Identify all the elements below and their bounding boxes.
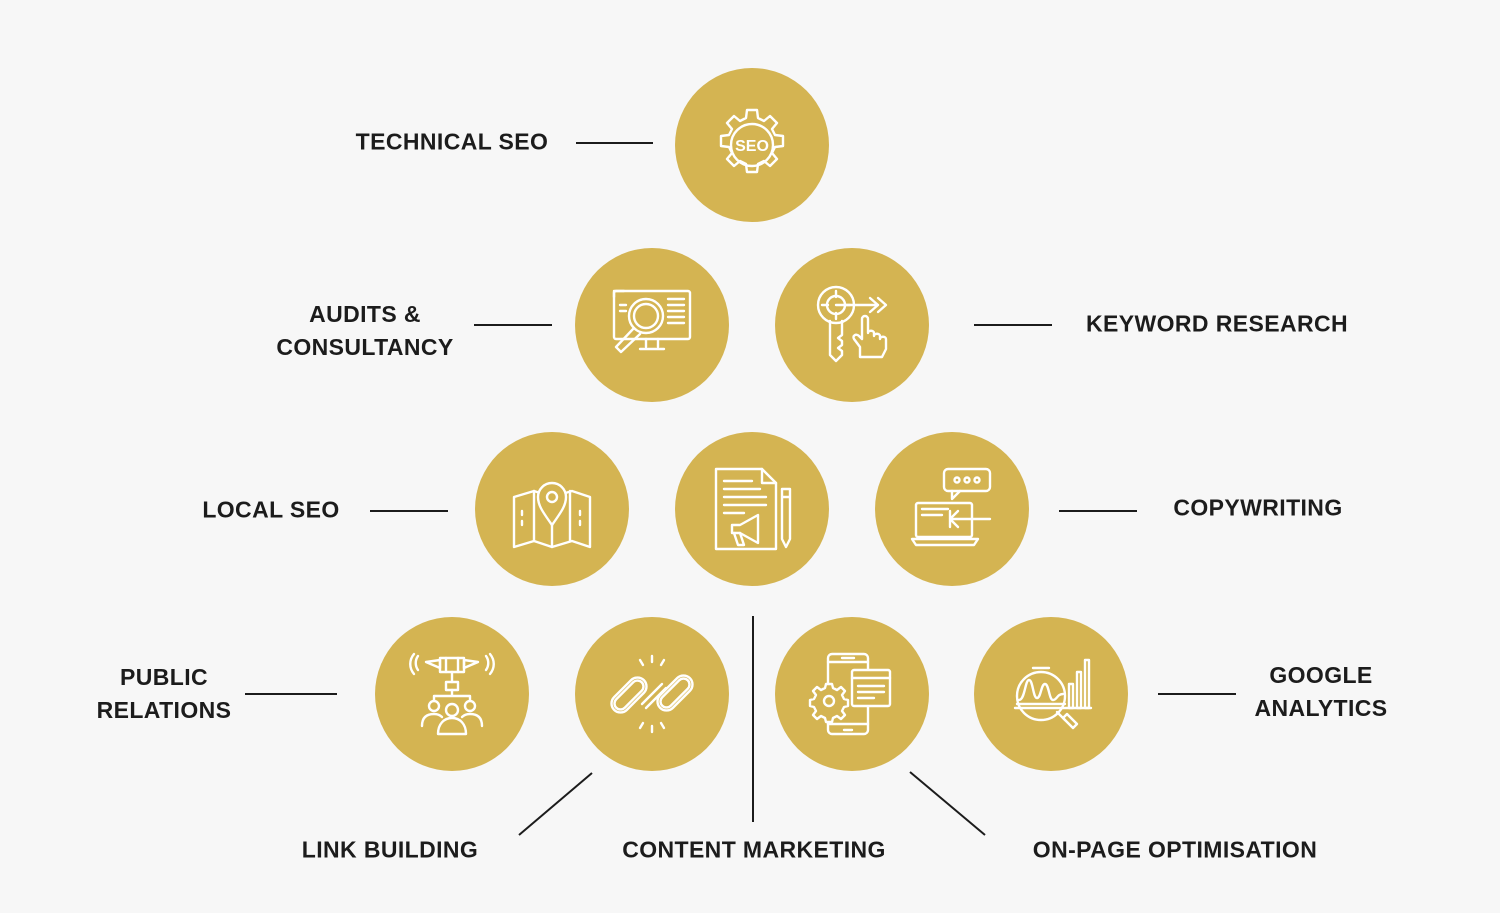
connector-on-page-optimisation xyxy=(909,771,986,836)
laptop-chat-icon xyxy=(912,469,992,549)
on-page-optimisation-circle xyxy=(775,617,929,771)
label-google-analytics: GOOGLE ANALYTICS xyxy=(1254,662,1388,721)
seo-gear-icon: SEO xyxy=(712,105,792,185)
copywriting-circle xyxy=(875,432,1029,586)
link-building-circle xyxy=(575,617,729,771)
google-analytics-circle xyxy=(974,617,1128,771)
document-megaphone-icon xyxy=(712,469,792,549)
label-keyword-research: KEYWORD RESEARCH xyxy=(1086,310,1348,337)
mobile-pages-gear-icon xyxy=(812,654,892,734)
monitor-magnifier-icon xyxy=(612,285,692,365)
content-marketing-circle xyxy=(675,432,829,586)
label-copywriting: COPYWRITING xyxy=(1173,494,1343,521)
audits-consultancy-circle xyxy=(575,248,729,402)
chart-magnifier-icon xyxy=(1011,654,1091,734)
megaphone-people-icon xyxy=(412,654,492,734)
key-target-pointer-icon xyxy=(812,285,892,365)
label-local-seo: LOCAL SEO xyxy=(202,496,340,523)
map-pin-icon xyxy=(512,469,592,549)
svg-text:SEO: SEO xyxy=(735,138,769,155)
keyword-research-circle xyxy=(775,248,929,402)
label-link-building: LINK BUILDING xyxy=(301,836,479,863)
local-seo-circle xyxy=(475,432,629,586)
connector-link-building xyxy=(518,772,593,836)
technical-seo-circle: SEO xyxy=(675,68,829,222)
label-public-relations: PUBLIC RELATIONS xyxy=(96,664,232,723)
label-technical-seo: TECHNICAL SEO xyxy=(355,128,549,155)
label-audits-consultancy: AUDITS & CONSULTANCY xyxy=(276,301,454,360)
label-on-page-optimisation: ON-PAGE OPTIMISATION xyxy=(1032,836,1318,863)
chain-link-icon xyxy=(612,654,692,734)
label-content-marketing: CONTENT MARKETING xyxy=(622,836,886,863)
public-relations-circle xyxy=(375,617,529,771)
